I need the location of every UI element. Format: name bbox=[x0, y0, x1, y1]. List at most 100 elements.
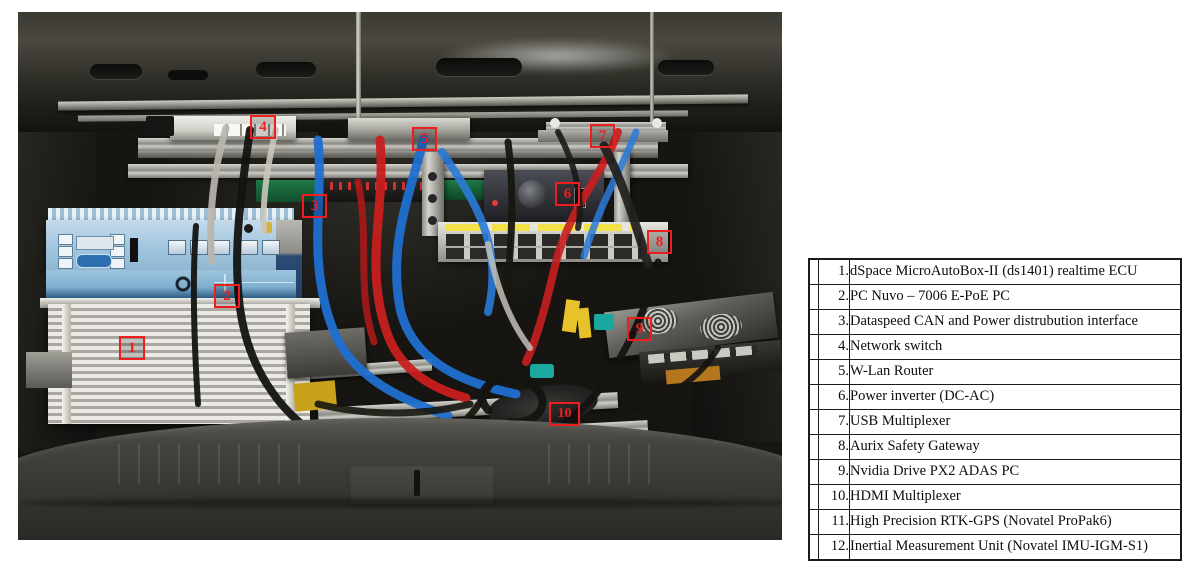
legend-description: dSpace MicroAutoBox-II (ds1401) realtime… bbox=[849, 259, 1181, 285]
legend-row: 8.Aurix Safety Gateway bbox=[809, 434, 1181, 460]
marker-1: 1 bbox=[119, 336, 145, 360]
rack-post-hole bbox=[428, 216, 437, 225]
sill-latch-plate bbox=[348, 464, 496, 506]
legend-number: 9. bbox=[818, 459, 850, 485]
legend-description: Dataspeed CAN and Power distrubution int… bbox=[849, 309, 1181, 335]
marker-7: 7 bbox=[590, 124, 615, 148]
legend-description: Aurix Safety Gateway bbox=[849, 434, 1181, 460]
legend-row: 1.dSpace MicroAutoBox-II (ds1401) realti… bbox=[809, 259, 1181, 285]
marker-5: 5 bbox=[412, 127, 437, 151]
marker-4: 4 bbox=[250, 115, 276, 139]
marker-6: 6 bbox=[555, 182, 580, 206]
legend-description: PC Nuvo – 7006 E-PoE PC bbox=[849, 284, 1181, 310]
legend-description: Network switch bbox=[849, 334, 1181, 360]
legend-number: 5. bbox=[818, 359, 850, 385]
component-legend: 1.dSpace MicroAutoBox-II (ds1401) realti… bbox=[808, 258, 1182, 561]
usb-multiplexer-bracket bbox=[546, 122, 666, 131]
marker-8: 8 bbox=[647, 230, 672, 254]
usb-port bbox=[58, 234, 73, 245]
legend-description: Power inverter (DC-AC) bbox=[849, 384, 1181, 410]
legend-row: 12.Inertial Measurement Unit (Novatel IM… bbox=[809, 534, 1181, 560]
teal-connector bbox=[530, 364, 554, 378]
legend-description: Inertial Measurement Unit (Novatel IMU-I… bbox=[849, 534, 1181, 560]
lid-hole bbox=[658, 60, 714, 75]
legend-gutter-cell bbox=[809, 459, 819, 485]
wlan-router bbox=[348, 118, 470, 140]
legend-row: 6.Power inverter (DC-AC) bbox=[809, 384, 1181, 410]
vga-port bbox=[76, 254, 112, 268]
legend-row: 10.HDMI Multiplexer bbox=[809, 484, 1181, 510]
lid-support-strut bbox=[356, 12, 361, 134]
trunk-photo: 1 2 3 4 5 6 7 8 9 10 bbox=[18, 12, 782, 540]
usb-port bbox=[58, 246, 73, 257]
marker-2: 2 bbox=[214, 284, 240, 308]
inverter-socket bbox=[518, 180, 546, 208]
rack-rail-upper bbox=[138, 138, 658, 151]
inverter-led bbox=[492, 200, 498, 206]
legend-row: 11.High Precision RTK-GPS (Novatel ProPa… bbox=[809, 509, 1181, 535]
marker-9: 9 bbox=[627, 317, 652, 341]
legend-gutter-cell bbox=[809, 434, 819, 460]
bracket-knob bbox=[550, 118, 560, 128]
lid-hole bbox=[436, 58, 522, 76]
legend-table-body: 1.dSpace MicroAutoBox-II (ds1401) realti… bbox=[809, 259, 1181, 560]
microautobox bbox=[48, 304, 310, 424]
legend-description: Nvidia Drive PX2 ADAS PC bbox=[849, 459, 1181, 485]
legend-number: 12. bbox=[818, 534, 850, 560]
left-bracket bbox=[26, 352, 72, 388]
legend-description: W-Lan Router bbox=[849, 359, 1181, 385]
legend-gutter-cell bbox=[809, 309, 819, 335]
legend-number: 11. bbox=[818, 509, 850, 535]
legend-row: 5.W-Lan Router bbox=[809, 359, 1181, 385]
legend-row: 4.Network switch bbox=[809, 334, 1181, 360]
legend-number: 4. bbox=[818, 334, 850, 360]
legend-gutter-cell bbox=[809, 284, 819, 310]
legend-gutter-cell bbox=[809, 509, 819, 535]
legend-description: High Precision RTK-GPS (Novatel ProPak6) bbox=[849, 509, 1181, 535]
antenna-connector bbox=[262, 222, 272, 233]
teal-connector bbox=[594, 314, 614, 330]
legend-row: 7.USB Multiplexer bbox=[809, 409, 1181, 435]
legend-number: 8. bbox=[818, 434, 850, 460]
usb-port bbox=[58, 258, 73, 269]
usb-port bbox=[110, 246, 125, 257]
legend-table: 1.dSpace MicroAutoBox-II (ds1401) realti… bbox=[809, 259, 1181, 560]
microautobox-top-bracket bbox=[40, 298, 320, 308]
legend-gutter-cell bbox=[809, 409, 819, 435]
rack-post-hole bbox=[428, 172, 437, 181]
display-port bbox=[130, 238, 138, 262]
gateway-db9-row bbox=[446, 248, 642, 259]
dvi-port bbox=[76, 236, 114, 250]
fan-logo bbox=[168, 274, 198, 294]
bracket-knob bbox=[652, 118, 662, 128]
legend-gutter-cell bbox=[809, 534, 819, 560]
router-antenna-base bbox=[318, 122, 348, 138]
switch-left-module bbox=[146, 116, 174, 136]
rack-rail-upper-shadow bbox=[138, 151, 658, 158]
legend-row: 3.Dataspeed CAN and Power distrubution i… bbox=[809, 309, 1181, 335]
legend-description: USB Multiplexer bbox=[849, 409, 1181, 435]
legend-gutter-cell bbox=[809, 359, 819, 385]
legend-row: 9.Nvidia Drive PX2 ADAS PC bbox=[809, 459, 1181, 485]
lid-hole bbox=[90, 64, 142, 79]
dataspeed-green-terminal bbox=[256, 180, 322, 202]
lid-slot bbox=[168, 70, 208, 80]
sill-shadow-groove bbox=[18, 498, 782, 508]
ethernet-port bbox=[168, 240, 186, 255]
legend-number: 10. bbox=[818, 484, 850, 510]
gateway-yellow-labels bbox=[446, 224, 636, 231]
legend-gutter-cell bbox=[809, 484, 819, 510]
legend-description: HDMI Multiplexer bbox=[849, 484, 1181, 510]
marker-10: 10 bbox=[549, 402, 580, 426]
legend-gutter-cell bbox=[809, 259, 819, 285]
ethernet-port bbox=[262, 240, 280, 255]
legend-number: 3. bbox=[818, 309, 850, 335]
lid-support-strut bbox=[650, 12, 654, 132]
legend-gutter-cell bbox=[809, 384, 819, 410]
legend-number: 7. bbox=[818, 409, 850, 435]
legend-number: 2. bbox=[818, 284, 850, 310]
legend-number: 1. bbox=[818, 259, 850, 285]
marker-3: 3 bbox=[302, 194, 327, 218]
trunk-latch bbox=[414, 470, 420, 496]
